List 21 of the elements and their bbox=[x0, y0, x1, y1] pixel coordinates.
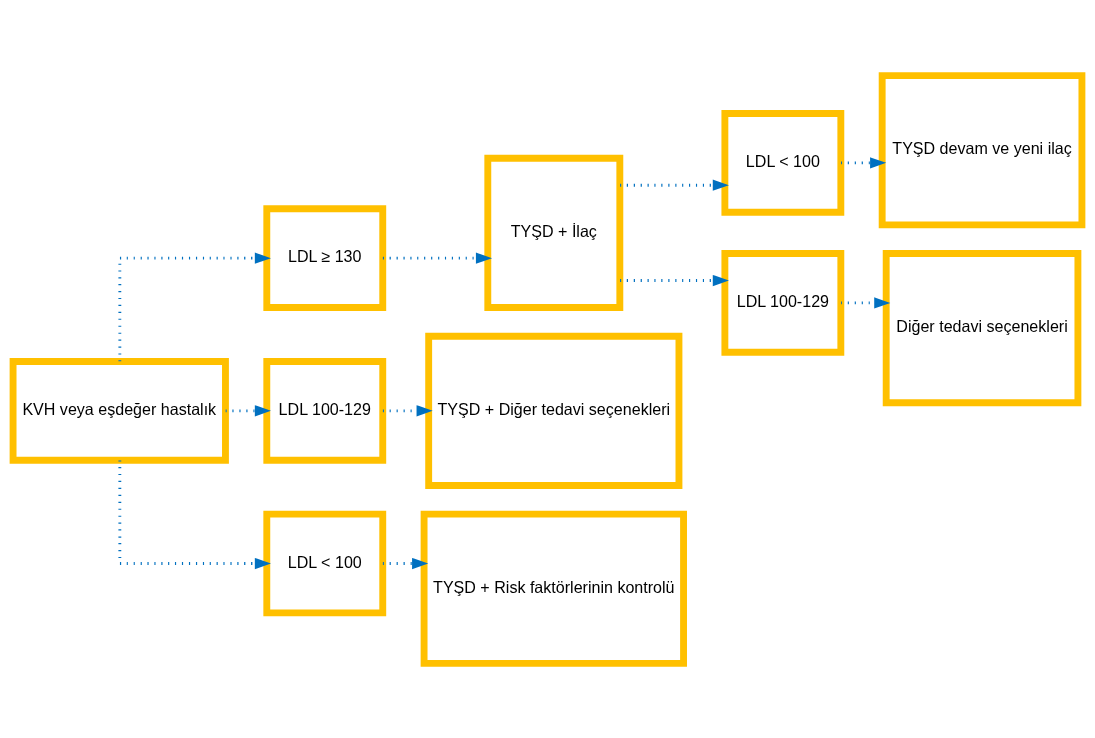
node-box: TYŞD + İlaç bbox=[484, 154, 624, 311]
arrow bbox=[225, 404, 271, 416]
node-box: TYŞD devam ve yeni ilaç bbox=[878, 71, 1086, 228]
arrow bbox=[841, 296, 891, 309]
arrow bbox=[841, 156, 887, 168]
arrow bbox=[382, 404, 433, 416]
node-box: LDL < 100 bbox=[721, 109, 845, 216]
arrow bbox=[620, 179, 729, 191]
node-box: KVH veya eşdeğer hastalık bbox=[9, 357, 229, 464]
node-box: LDL ≥ 130 bbox=[263, 204, 387, 311]
node-box: Diğer tedavi seçenekleri bbox=[882, 249, 1082, 406]
node-box: TYŞD + Diğer tedavi seçenekleri bbox=[425, 332, 683, 489]
node-box: TYŞD + Risk faktörlerinin kontrolü bbox=[420, 510, 687, 667]
node-box: LDL 100-129 bbox=[263, 357, 387, 464]
arrow bbox=[118, 459, 271, 569]
arrow bbox=[620, 274, 729, 286]
node-box: LDL 100-129 bbox=[721, 249, 845, 356]
node-box: LDL < 100 bbox=[263, 510, 387, 616]
arrow bbox=[118, 252, 271, 361]
arrow bbox=[382, 252, 493, 264]
arrow bbox=[382, 557, 429, 569]
